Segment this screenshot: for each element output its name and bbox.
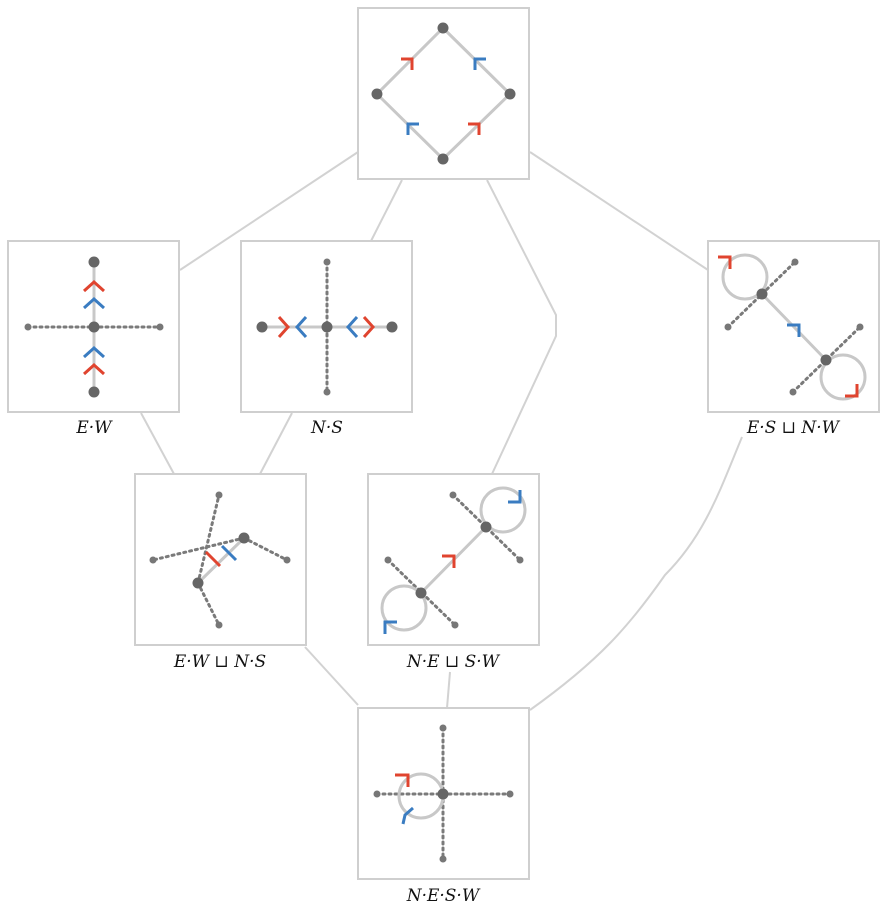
small-vertex	[149, 556, 157, 564]
vertex	[321, 321, 333, 333]
vertex	[415, 587, 427, 599]
small-vertex	[384, 556, 392, 564]
node-label: E·W	[75, 418, 113, 438]
small-vertex	[215, 621, 223, 629]
small-vertex	[451, 621, 459, 629]
red-corner-marker	[468, 122, 481, 135]
node-ew-ns: E·W ⊔ N·S	[134, 473, 307, 672]
small-vertex	[439, 724, 447, 732]
dotted-edge	[196, 581, 221, 627]
blue-chevron	[345, 315, 359, 339]
small-vertex	[156, 323, 164, 331]
vertex	[437, 22, 449, 34]
edge-top-es-nw	[529, 151, 709, 271]
red-chevron	[82, 362, 106, 376]
node-label: N·E·S·W	[406, 886, 481, 906]
blue-corner-marker	[473, 57, 486, 70]
solid-edge	[760, 292, 828, 362]
edge-es-nw-bottom	[529, 436, 743, 711]
blue-chevron	[82, 296, 106, 310]
node-label: N·S	[310, 418, 343, 438]
edge-ew-ns-bottom	[304, 646, 359, 706]
small-vertex	[856, 323, 864, 331]
vertex	[437, 153, 449, 165]
small-vertex	[283, 556, 291, 564]
red-corner-marker	[395, 773, 410, 787]
vertex	[820, 354, 832, 366]
small-vertex	[373, 790, 381, 798]
red-chevron	[362, 315, 376, 339]
red-corner-marker	[442, 554, 456, 568]
red-corner-marker	[401, 57, 414, 70]
blue-corner-marker	[383, 620, 397, 634]
red-chevron	[277, 315, 291, 339]
blue-corner-marker	[508, 490, 522, 504]
red-corner-marker	[845, 384, 859, 398]
node-top	[357, 7, 530, 180]
small-vertex	[516, 556, 524, 564]
small-vertex	[323, 388, 331, 396]
vertex	[88, 386, 100, 398]
vertex	[88, 256, 100, 268]
loop	[479, 486, 527, 534]
vertex	[386, 321, 398, 333]
node-nesw: N·E·S·W	[357, 707, 530, 906]
small-vertex	[24, 323, 32, 331]
solid-edge	[196, 536, 246, 585]
vertex	[480, 521, 492, 533]
red-corner-marker	[718, 255, 732, 269]
vertex	[192, 577, 204, 589]
red-bar-marker	[204, 550, 222, 568]
small-vertex	[449, 491, 457, 499]
vertex	[371, 88, 383, 100]
blue-corner-marker	[406, 122, 419, 135]
node-frame	[357, 7, 530, 180]
node-label: E·W ⊔ N·S	[173, 652, 266, 672]
loop	[819, 353, 867, 401]
small-vertex	[506, 790, 514, 798]
dotted-edge	[196, 493, 221, 585]
vertex	[437, 788, 449, 800]
red-chevron	[82, 279, 106, 293]
blue-chevron	[82, 345, 106, 359]
vertex	[504, 88, 516, 100]
node-label: N·E ⊔ S·W	[406, 652, 501, 672]
vertex	[756, 288, 768, 300]
vertex	[88, 321, 100, 333]
edge-ne-sw-bottom	[446, 671, 451, 709]
blue-bar-marker	[220, 544, 238, 562]
edge-top-ns	[370, 179, 403, 242]
node-es-nw: E·S ⊔ N·W	[707, 240, 880, 438]
blue-corner-marker	[401, 806, 414, 825]
small-vertex	[791, 258, 799, 266]
vertex	[238, 532, 250, 544]
node-label: E·S ⊔ N·W	[746, 418, 841, 438]
dotted-edge	[242, 536, 289, 562]
small-vertex	[789, 388, 797, 396]
edge-ew-join	[140, 412, 175, 475]
small-vertex	[724, 323, 732, 331]
blue-chevron	[294, 315, 308, 339]
loop	[721, 253, 769, 301]
node-ns: N·S	[240, 240, 413, 438]
small-vertex	[323, 258, 331, 266]
lattice-edges	[140, 151, 743, 711]
blue-corner-marker	[787, 323, 801, 337]
dotted-edge	[151, 536, 246, 562]
small-vertex	[439, 855, 447, 863]
edge-top-ne-sw	[486, 179, 557, 475]
node-ne-sw: N·E ⊔ S·W	[367, 473, 540, 672]
diamond-graph	[371, 22, 516, 165]
vertex	[256, 321, 268, 333]
edge-ns-join	[259, 412, 293, 475]
small-vertex	[215, 491, 223, 499]
edge-top-ew	[179, 151, 359, 271]
node-ew: E·W	[7, 240, 180, 438]
loop	[380, 584, 428, 632]
